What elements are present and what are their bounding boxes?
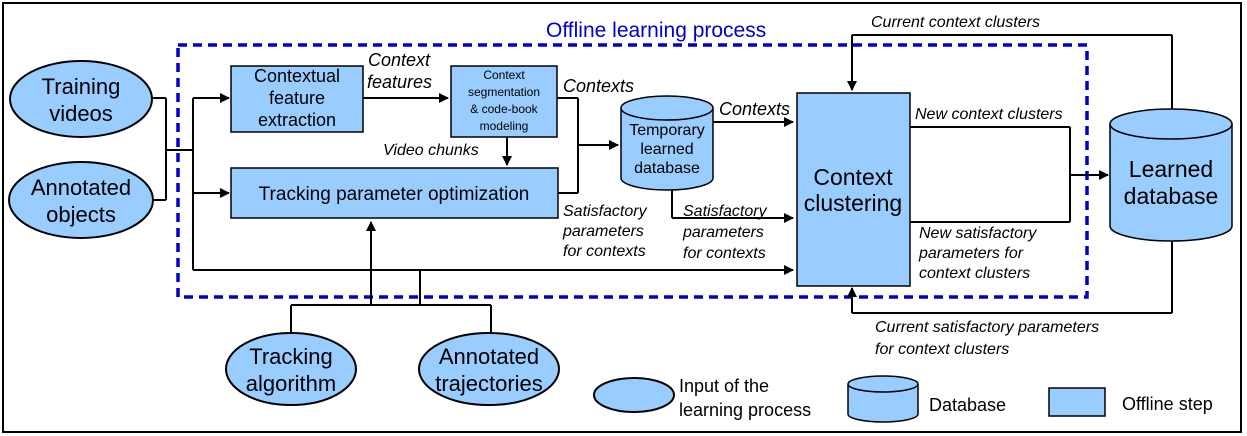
label-current-satisfactory-2: for context clusters [875, 341, 1009, 358]
tracking-algorithm-label-1: Tracking [249, 344, 333, 369]
label-new-satisfactory-2: parameters for [918, 245, 1024, 262]
label-contexts-2: Contexts [719, 99, 790, 119]
legend-database-label: Database [929, 395, 1006, 415]
label-new-context-clusters: New context clusters [915, 106, 1063, 123]
learned-db-label-2: database [1124, 183, 1219, 209]
input-annotated-objects: Annotated objects [8, 161, 154, 239]
training-videos-label-1: Training [42, 74, 121, 99]
label-satisfactory-2b: parameters [682, 224, 764, 241]
label-satisfactory-2c: for contexts [683, 245, 766, 262]
annotated-objects-label-1: Annotated [31, 175, 131, 200]
label-contexts-1: Contexts [563, 76, 634, 96]
cc-label-2: clustering [804, 190, 902, 216]
db-temporary-learned: Temporary learned database [620, 95, 714, 191]
annotated-trajectories-label-1: Annotated [439, 344, 539, 369]
label-satisfactory-1a: Satisfactory [563, 203, 648, 220]
step-context-segmentation: Context segmentation & code-book modelin… [450, 65, 558, 138]
tpo-label: Tracking parameter optimization [259, 184, 530, 205]
step-tracking-parameter-optimization: Tracking parameter optimization [230, 167, 559, 219]
edge-labels: Context features Video chunks Contexts C… [367, 14, 1099, 358]
label-context-features-1: Context [368, 50, 431, 70]
cs-label-1: Context [483, 68, 525, 82]
cfe-label-1: Contextual [254, 66, 340, 86]
cc-label-1: Context [813, 164, 893, 190]
tmp-db-label-1: Temporary [629, 122, 705, 139]
label-satisfactory-2a: Satisfactory [683, 203, 768, 220]
cs-label-3: & code-book [470, 102, 538, 116]
step-context-clustering: Context clustering [796, 92, 911, 287]
label-new-satisfactory-1: New satisfactory [919, 225, 1037, 242]
tmp-db-label-2: learned [640, 141, 693, 158]
label-satisfactory-1b: parameters [562, 223, 644, 240]
offline-process-title: Offline learning process [546, 19, 766, 42]
legend-step-label: Offline step [1122, 394, 1213, 414]
input-training-videos: Training videos [9, 60, 153, 138]
tmp-db-label-3: database [634, 160, 700, 177]
label-new-satisfactory-3: context clusters [919, 265, 1030, 282]
db-learned: Learned database [1109, 108, 1233, 242]
annotated-objects-label-2: objects [46, 202, 116, 227]
label-current-satisfactory-1: Current satisfactory parameters [875, 319, 1099, 336]
legend-ellipse-swatch [593, 377, 675, 413]
label-video-chunks: Video chunks [383, 142, 479, 159]
label-satisfactory-1c: for contexts [563, 243, 646, 260]
step-contextual-feature-extraction: Contextual feature extraction [230, 65, 364, 133]
learned-db-label-1: Learned [1129, 156, 1213, 182]
cs-label-4: modeling [480, 119, 529, 133]
legend-database-swatch [847, 375, 919, 423]
training-videos-label-2: videos [49, 101, 113, 126]
cfe-label-3: extraction [258, 110, 336, 130]
legend: Input of the learning process Database O… [593, 375, 1213, 423]
cfe-label-2: feature [269, 88, 325, 108]
connectors [152, 34, 1173, 333]
input-annotated-trajectories: Annotated trajectories [418, 332, 560, 406]
input-tracking-algorithm: Tracking algorithm [225, 332, 357, 406]
label-context-features-2: features [367, 72, 432, 92]
annotated-trajectories-label-2: trajectories [435, 371, 543, 396]
legend-step-swatch [1048, 387, 1106, 417]
label-current-context-clusters: Current context clusters [871, 14, 1040, 31]
tracking-algorithm-label-2: algorithm [246, 371, 336, 396]
legend-input-label-2: learning process [679, 400, 811, 420]
cs-label-2: segmentation [468, 85, 540, 99]
legend-input-label-1: Input of the [679, 376, 769, 396]
offline-process-region [176, 43, 1089, 299]
